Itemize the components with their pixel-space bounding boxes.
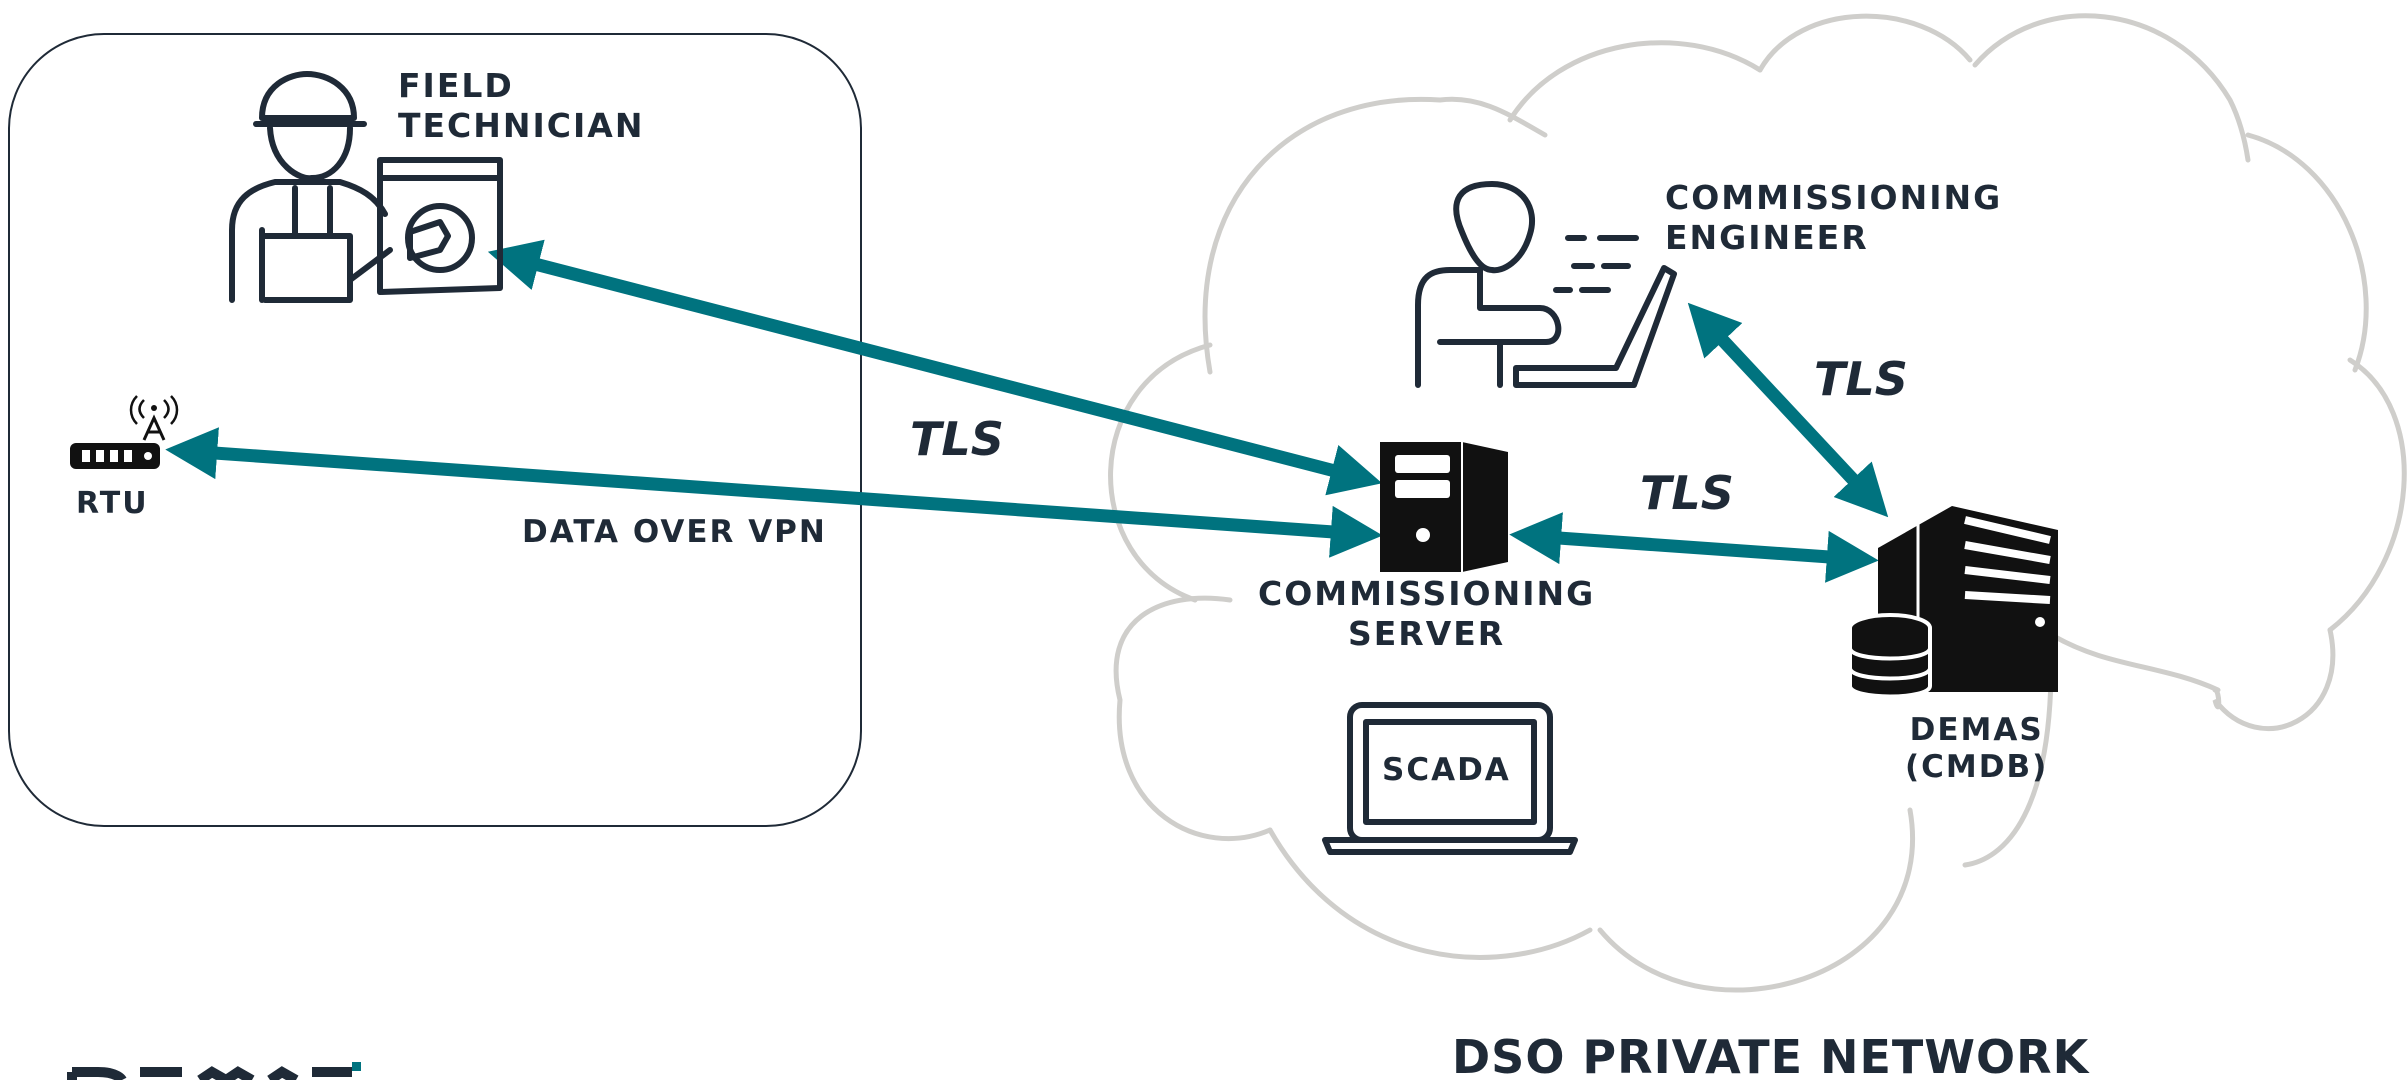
network-title: DSO PRIVATE NETWORK <box>1452 1030 2090 1084</box>
tls-arrow-engineer-demas <box>1687 302 1889 518</box>
vpn-arrow-rtu-server <box>165 427 1383 558</box>
tls-label-engineer-demas: TLS <box>1814 352 1908 406</box>
server-label-line2: SERVER <box>1348 613 1506 653</box>
tls-arrow-server-demas <box>1509 512 1879 583</box>
vpn-label: DATA OVER VPN <box>522 514 827 550</box>
scada-laptop-icon <box>1322 702 1578 855</box>
field-technician-label-line1: FIELD <box>398 66 514 105</box>
field-site-box <box>8 33 862 827</box>
field-technician-icon <box>229 71 503 303</box>
demas-label-line2: (CMDB) <box>1905 749 2049 786</box>
tls-label-field: TLS <box>910 412 1004 466</box>
tls-label-server-demas: TLS <box>1640 466 1734 520</box>
connection-arrows <box>165 239 1889 583</box>
commissioning-server-label: COMMISSIONING SERVER <box>1258 574 1595 653</box>
logo <box>67 1062 361 1080</box>
commissioning-server-icon <box>1380 442 1508 572</box>
server-label-line1: COMMISSIONING <box>1258 574 1596 613</box>
engineer-label-line1: COMMISSIONING <box>1665 178 2003 217</box>
rtu-label: RTU <box>76 486 149 521</box>
commissioning-engineer-icon <box>1415 181 1677 388</box>
demas-server-icon <box>1848 506 2058 699</box>
demas-label: DEMAS (CMDB) <box>1905 712 2048 786</box>
engineer-label-line2: ENGINEER <box>1665 217 1869 257</box>
scada-label: SCADA <box>1382 752 1511 788</box>
field-technician-label: FIELD TECHNICIAN <box>398 66 644 145</box>
cloud-outline <box>1108 13 2407 993</box>
demas-label-line1: DEMAS <box>1909 712 2044 748</box>
commissioning-engineer-label: COMMISSIONING ENGINEER <box>1665 178 2002 257</box>
field-technician-label-line2: TECHNICIAN <box>398 105 645 145</box>
rtu-icon <box>70 395 179 469</box>
